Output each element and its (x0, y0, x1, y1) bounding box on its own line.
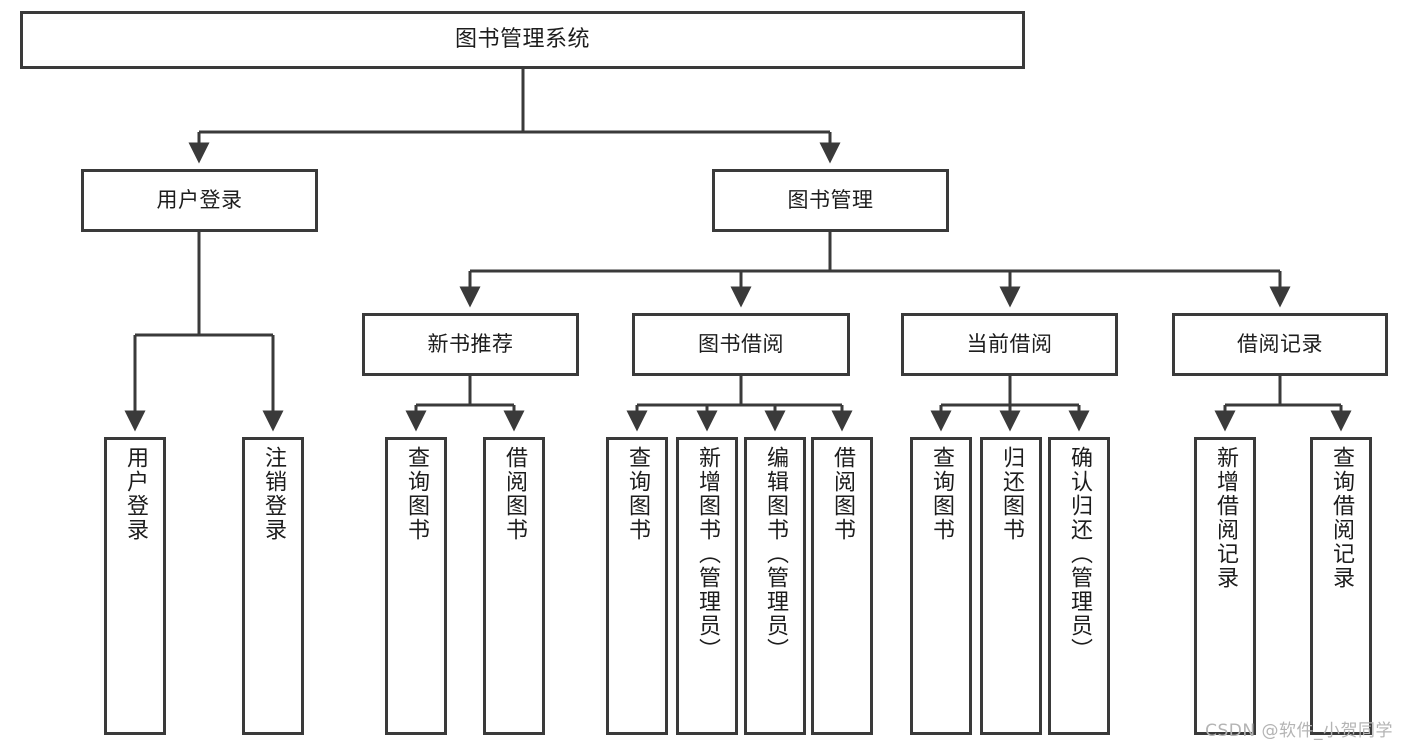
node-leaf-edit-book-admin-label: 编辑图书（管理员） (763, 446, 788, 662)
csdn-watermark: CSDN @软件_小贺同学 (1205, 721, 1393, 741)
node-root-label: 图书管理系统 (454, 27, 590, 53)
node-leaf-add-book-admin-label: 新增图书（管理员） (695, 446, 720, 662)
node-leaf-logout[interactable]: 注销登录 (242, 437, 304, 735)
node-root[interactable]: 图书管理系统 (20, 11, 1025, 69)
node-leaf-add-book-admin[interactable]: 新增图书（管理员） (676, 437, 738, 735)
node-leaf-confirm-return-admin[interactable]: 确认归还（管理员） (1048, 437, 1110, 735)
node-borrow-record[interactable]: 借阅记录 (1172, 313, 1388, 376)
node-new-book-rec-label: 新书推荐 (427, 332, 514, 357)
node-leaf-user-login[interactable]: 用户登录 (104, 437, 166, 735)
node-book-borrow[interactable]: 图书借阅 (632, 313, 850, 376)
node-leaf-return-book[interactable]: 归还图书 (980, 437, 1042, 735)
node-leaf-return-book-label: 归还图书 (999, 446, 1024, 542)
node-leaf-add-borrow-record[interactable]: 新增借阅记录 (1194, 437, 1256, 735)
node-leaf-add-borrow-record-label: 新增借阅记录 (1213, 446, 1238, 590)
node-book-borrow-label: 图书借阅 (698, 332, 784, 357)
node-current-borrow[interactable]: 当前借阅 (901, 313, 1118, 376)
node-leaf-query-borrow-record[interactable]: 查询借阅记录 (1310, 437, 1372, 735)
node-leaf-user-login-label: 用户登录 (123, 446, 148, 542)
node-new-book-rec[interactable]: 新书推荐 (362, 313, 579, 376)
node-leaf-query-borrow-record-label: 查询借阅记录 (1329, 446, 1354, 590)
node-borrow-record-label: 借阅记录 (1237, 332, 1323, 357)
node-leaf-borrow-book[interactable]: 借阅图书 (811, 437, 873, 735)
node-leaf-borrow-book-label: 借阅图书 (830, 446, 855, 542)
node-current-borrow-label: 当前借阅 (966, 332, 1053, 357)
node-user-login[interactable]: 用户登录 (81, 169, 318, 232)
node-leaf-query-book-current[interactable]: 查询图书 (910, 437, 972, 735)
node-leaf-query-book-rec[interactable]: 查询图书 (385, 437, 447, 735)
node-leaf-edit-book-admin[interactable]: 编辑图书（管理员） (744, 437, 806, 735)
node-leaf-query-book-rec-label: 查询图书 (404, 446, 429, 542)
node-leaf-query-book-current-label: 查询图书 (929, 446, 954, 542)
node-leaf-borrow-book-rec[interactable]: 借阅图书 (483, 437, 545, 735)
node-user-login-label: 用户登录 (156, 188, 243, 213)
node-book-manage[interactable]: 图书管理 (712, 169, 949, 232)
node-leaf-query-book-borrow[interactable]: 查询图书 (606, 437, 668, 735)
node-leaf-confirm-return-admin-label: 确认归还（管理员） (1067, 446, 1092, 662)
node-book-manage-label: 图书管理 (787, 188, 874, 213)
node-leaf-logout-label: 注销登录 (261, 446, 286, 542)
node-leaf-query-book-borrow-label: 查询图书 (625, 446, 650, 542)
node-leaf-borrow-book-rec-label: 借阅图书 (502, 446, 527, 542)
